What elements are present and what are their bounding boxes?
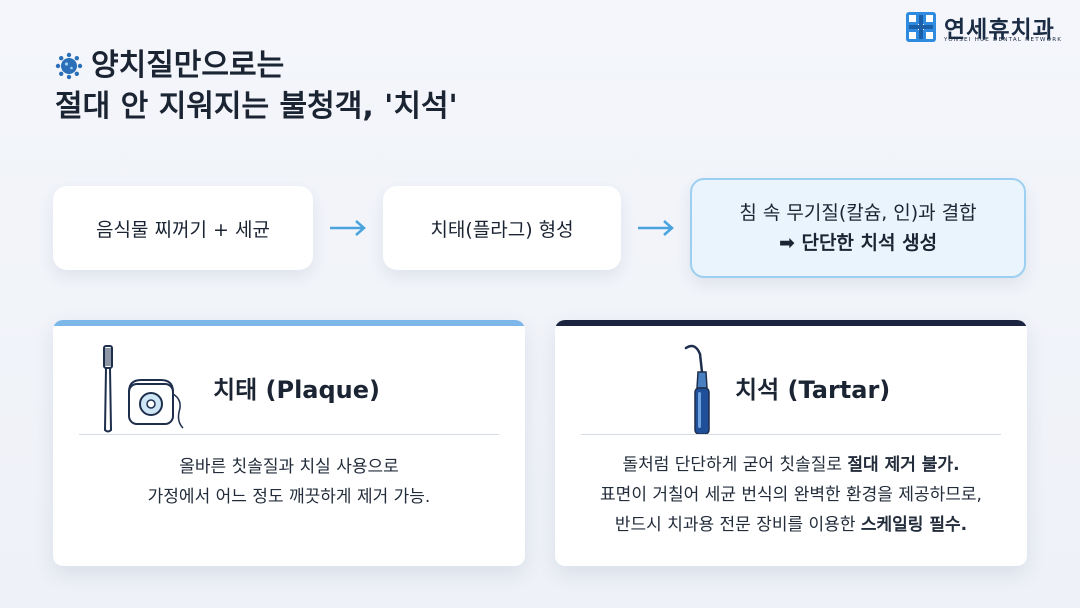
title-line-1: 양치질만으로는 (55, 46, 458, 86)
flow-step-food-bacteria: 음식물 찌꺼기 + 세균 (53, 186, 313, 270)
card-accent-bar (53, 320, 525, 326)
flow-step-plaque-formation: 치태(플라그) 형성 (383, 186, 621, 270)
tartar-line-3-bold: 스케일링 필수. (860, 515, 968, 535)
tartar-line-1-bold: 절대 제거 불가. (847, 455, 960, 475)
toothbrush-icon (103, 345, 113, 433)
flow-step-3-line-1: 침 속 무기질(칼슘, 인)과 결합 (739, 202, 977, 224)
card-divider (581, 434, 1001, 435)
tartar-text-line-1: 돌처럼 단단하게 굳어 칫솔질로 절대 제거 불가. (555, 450, 1027, 480)
flow-step-2-text: 치태(플라그) 형성 (430, 218, 574, 241)
title-line-2: 절대 안 지워지는 불청객, '치석' (55, 89, 458, 124)
plaque-card: 치태 (Plaque) 올바른 칫솔질과 치실 사용으로 가정에서 어느 정도 … (53, 320, 525, 566)
logo-name: 연세휴치과 (944, 17, 1055, 43)
plaque-text-line-1: 올바른 칫솔질과 치실 사용으로 (179, 457, 399, 477)
tartar-description: 돌처럼 단단하게 굳어 칫솔질로 절대 제거 불가. 표면이 거칠어 세균 번식… (555, 450, 1027, 540)
arrow-right-icon (638, 220, 674, 236)
floss-icon (128, 379, 184, 429)
tartar-line-1-text: 돌처럼 단단하게 굳어 칫솔질로 (622, 455, 848, 475)
card-divider (79, 434, 499, 435)
tartar-card: 치석 (Tartar) 돌처럼 단단하게 굳어 칫솔질로 절대 제거 불가. 표… (555, 320, 1027, 566)
arrow-right-icon (330, 220, 366, 236)
tartar-text-line-3: 반드시 치과용 전문 장비를 이용한 스케일링 필수. (555, 510, 1027, 540)
plaque-text-line-2: 가정에서 어느 정도 깨끗하게 제거 가능. (147, 487, 431, 507)
title-text-1: 양치질만으로는 (91, 48, 285, 83)
scaler-icon (684, 344, 710, 435)
flow-step-3-line-2: ➡ 단단한 치석 생성 (778, 232, 938, 254)
virus-icon (55, 52, 83, 80)
card-header: 치태 (Plaque) (53, 340, 525, 435)
card-header: 치석 (Tartar) (555, 340, 1027, 435)
logo-icon (906, 12, 936, 42)
brand-logo: 연세휴치과 YONSEI HUE DENTAL NETWORK (906, 8, 1071, 46)
tartar-title: 치석 (Tartar) (735, 376, 891, 404)
tartar-line-3-text: 반드시 치과용 전문 장비를 이용한 (614, 515, 861, 535)
card-accent-bar (555, 320, 1027, 326)
flow-step-tartar-creation: 침 속 무기질(칼슘, 인)과 결합 ➡ 단단한 치석 생성 (690, 178, 1026, 278)
plaque-title: 치태 (Plaque) (213, 376, 381, 404)
tartar-text-line-2: 표면이 거칠어 세균 번식의 완벽한 환경을 제공하므로, (600, 485, 982, 505)
logo-tagline: YONSEI HUE DENTAL NETWORK (944, 37, 1063, 43)
page-title: 양치질만으로는 절대 안 지워지는 불청객, '치석' (55, 46, 458, 128)
plaque-description: 올바른 칫솔질과 치실 사용으로 가정에서 어느 정도 깨끗하게 제거 가능. (53, 452, 525, 512)
flow-step-1-text: 음식물 찌꺼기 + 세균 (96, 218, 270, 241)
